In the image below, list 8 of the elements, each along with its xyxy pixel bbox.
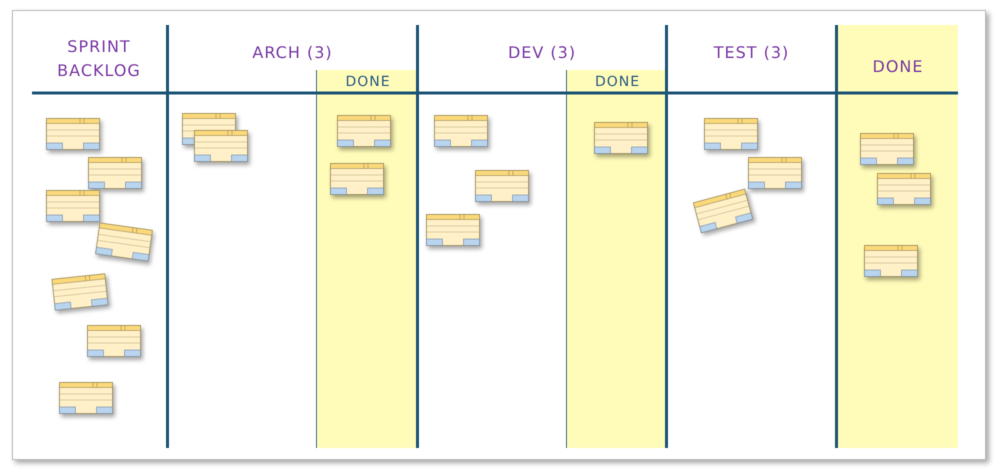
column-header: DEV (3)	[506, 42, 578, 64]
done-lane	[566, 70, 668, 448]
column-header: ARCH (3)	[251, 42, 334, 64]
column-header: SPRINT BACKLOG	[56, 36, 142, 82]
column-header: DONE	[344, 73, 392, 92]
column-header: DONE	[594, 73, 642, 92]
column-header: DONE	[872, 56, 924, 78]
column-header: TEST (3)	[712, 42, 790, 64]
